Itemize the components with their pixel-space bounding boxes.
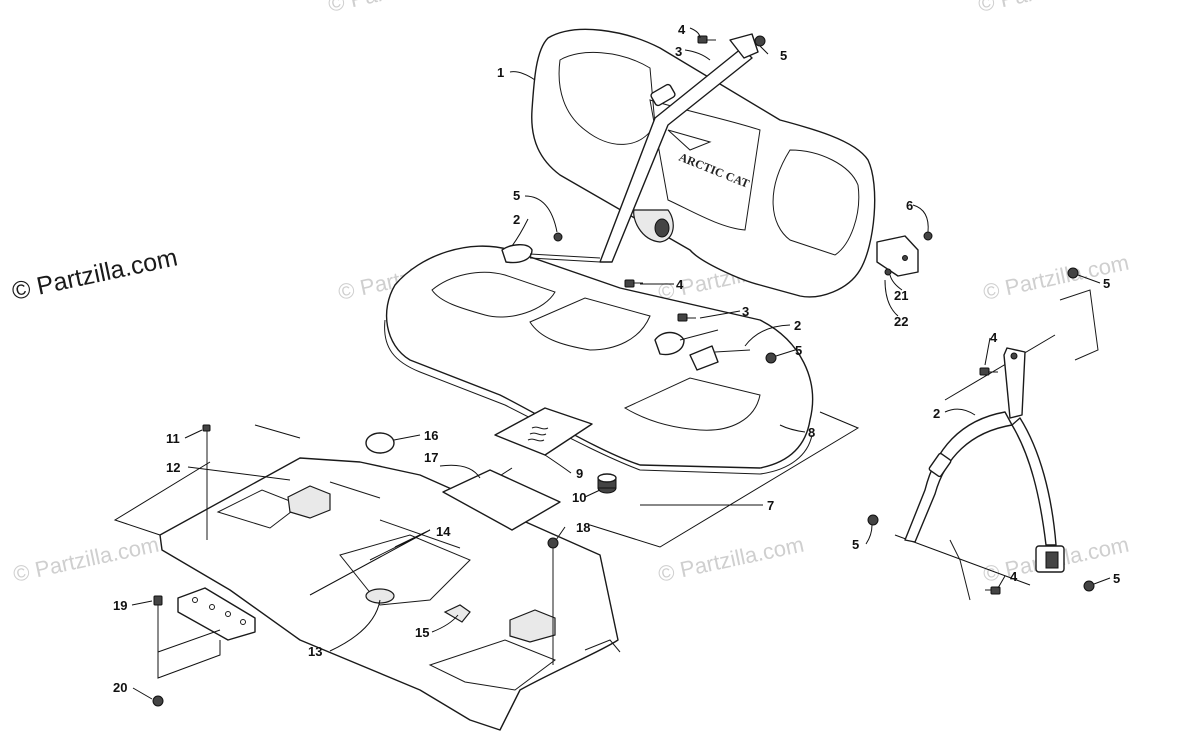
callout-17: 17 xyxy=(424,450,438,465)
callout-5: 5 xyxy=(1113,571,1120,586)
callout-15: 15 xyxy=(415,625,429,640)
nut-icon xyxy=(1067,267,1079,279)
callout-4: 4 xyxy=(678,22,686,37)
callout-4: 4 xyxy=(676,277,684,292)
callout-2: 2 xyxy=(513,212,520,227)
floor-clip xyxy=(443,604,471,623)
callout-4: 4 xyxy=(990,330,998,345)
callout-5: 5 xyxy=(780,48,787,63)
callout-20: 20 xyxy=(113,680,127,695)
callout-11: 11 xyxy=(166,431,180,446)
belt-anchor-top xyxy=(729,33,759,59)
callout-22: 22 xyxy=(894,314,908,329)
nut-icon xyxy=(152,695,164,707)
side-belt-assembly xyxy=(904,289,1099,601)
bolt-icon xyxy=(985,586,1001,595)
nut-icon xyxy=(923,231,933,241)
callout-16: 16 xyxy=(424,428,438,443)
callout-labels: 1 2 2 2 3 3 4 4 4 4 5 5 5 5 5 5 6 7 8 9 … xyxy=(113,22,1120,695)
callout-3: 3 xyxy=(675,44,682,59)
cat-logo-icon xyxy=(667,129,712,151)
access-panel-cover xyxy=(442,469,561,531)
callout-3: 3 xyxy=(742,304,749,319)
bolt-icon xyxy=(624,279,643,288)
nut-icon xyxy=(867,514,879,526)
bolt-icon xyxy=(697,35,716,44)
floor-bracket-left xyxy=(287,485,331,519)
mounting-bracket xyxy=(177,587,256,641)
callout-10: 10 xyxy=(572,490,586,505)
nut-icon xyxy=(765,352,777,364)
callout-5: 5 xyxy=(852,537,859,552)
callout-2: 2 xyxy=(933,406,940,421)
nut-icon xyxy=(553,232,563,242)
buckle-tongue xyxy=(689,345,719,371)
bolt-icon xyxy=(979,367,998,376)
callout-5: 5 xyxy=(795,343,802,358)
callout-19: 19 xyxy=(113,598,127,613)
callout-4: 4 xyxy=(1010,569,1018,584)
lap-belts-seat xyxy=(501,244,751,371)
seat-pad xyxy=(494,407,593,456)
callout-6: 6 xyxy=(906,198,913,213)
nut-icon xyxy=(1083,580,1095,592)
seat-cushion xyxy=(384,245,814,475)
callout-1: 1 xyxy=(497,65,504,80)
callout-7: 7 xyxy=(767,498,774,513)
watermark-main: © Partzilla.com xyxy=(9,243,180,305)
side-bracket xyxy=(876,235,919,277)
bolt-icon xyxy=(677,313,696,322)
callout-18: 18 xyxy=(576,520,590,535)
callout-21: 21 xyxy=(894,288,908,303)
belt-upper-anchor xyxy=(1003,347,1026,419)
callout-8: 8 xyxy=(808,425,815,440)
bolt-icon xyxy=(153,595,163,650)
seat-backrest: ARCTIC CAT xyxy=(531,28,876,298)
callout-5: 5 xyxy=(513,188,520,203)
callout-13: 13 xyxy=(308,644,322,659)
watermark-faint: © Partzilla.com xyxy=(976,0,1126,17)
leader-lines xyxy=(131,27,1111,700)
nut-icon xyxy=(547,537,559,665)
watermark-faint: © Partzilla.com xyxy=(326,0,476,17)
nut-icon xyxy=(754,35,766,47)
shoulder-belt-center xyxy=(599,33,759,263)
callout-12: 12 xyxy=(166,460,180,475)
floor-drain-plug xyxy=(365,588,395,604)
bolt-icon xyxy=(202,424,211,540)
callout-9: 9 xyxy=(576,466,583,481)
callout-2: 2 xyxy=(794,318,801,333)
fasteners xyxy=(152,35,1095,707)
floor-bracket-right xyxy=(509,609,556,643)
watermark-faint: © Partzilla.com xyxy=(656,532,806,587)
access-cap xyxy=(365,432,395,454)
nut-icon xyxy=(884,268,892,276)
buckle-center xyxy=(654,331,685,356)
callout-14: 14 xyxy=(436,524,451,539)
callout-5: 5 xyxy=(1103,276,1110,291)
watermark-faint: © Partzilla.com xyxy=(11,532,161,587)
rubber-bumper xyxy=(597,473,617,494)
